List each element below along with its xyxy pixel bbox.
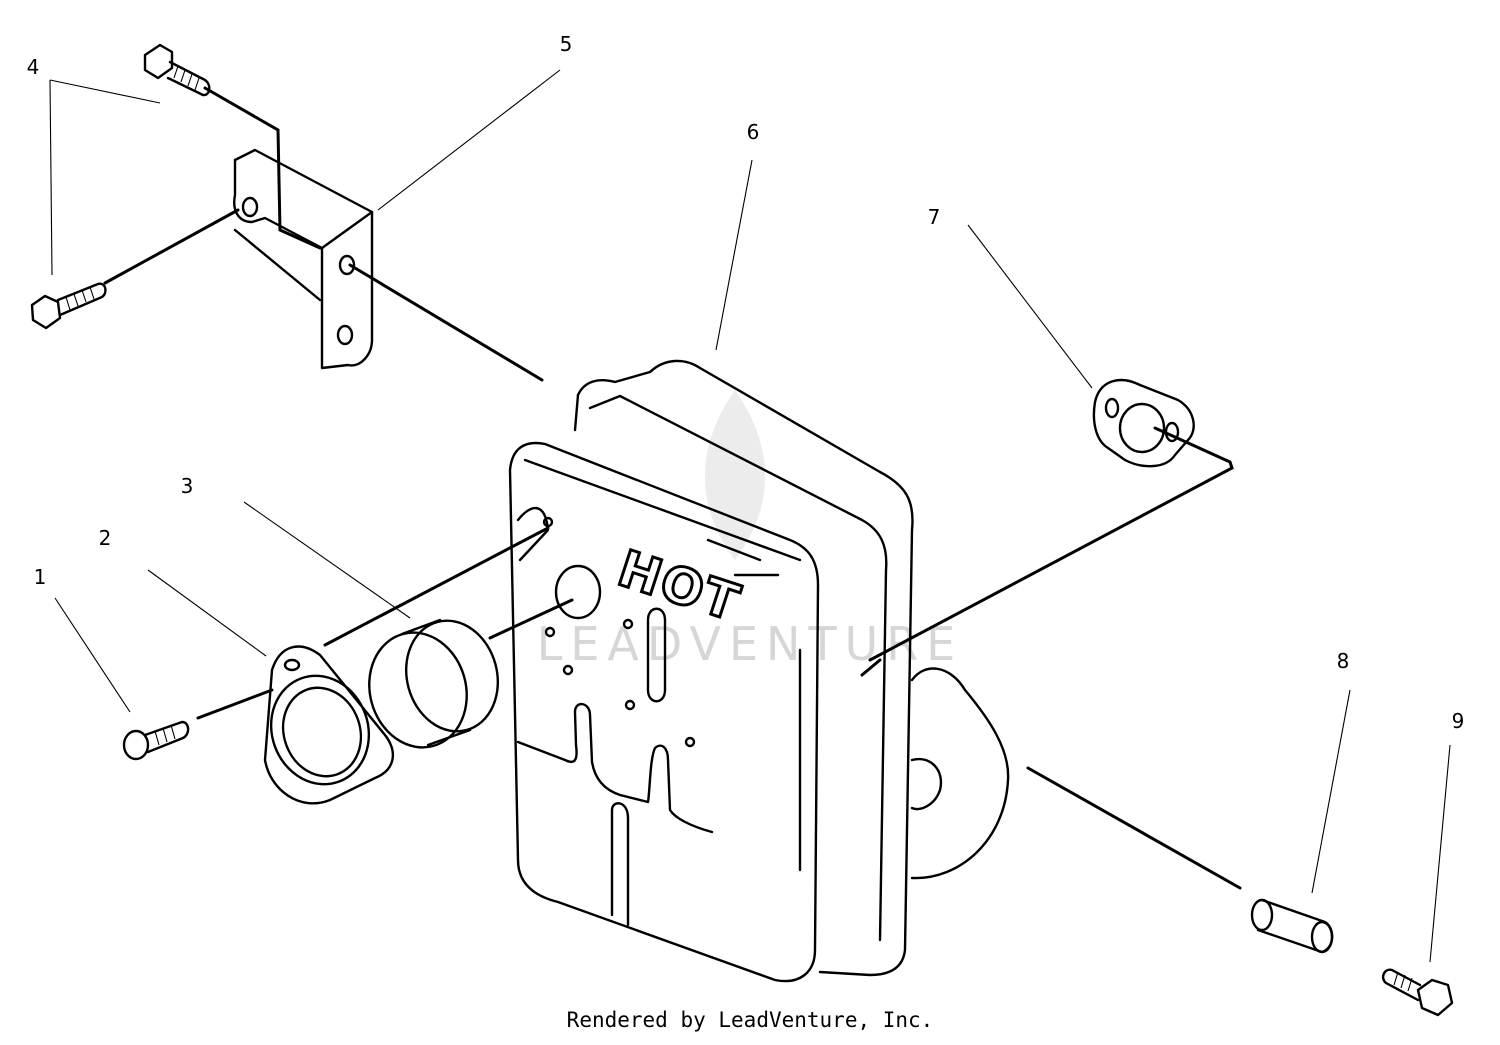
- callout-2: 2: [99, 526, 112, 550]
- watermark-flame-icon: [704, 390, 766, 560]
- render-credit: Rendered by LeadVenture, Inc.: [566, 1008, 934, 1032]
- callout-6: 6: [747, 120, 760, 144]
- part-screw: [122, 720, 190, 761]
- callout-3: 3: [181, 474, 194, 498]
- part-screen: [368, 618, 500, 749]
- callout-8: 8: [1337, 649, 1350, 673]
- callout-7: 7: [928, 205, 941, 229]
- part-deflector: [263, 645, 395, 805]
- part-bolt-9: [1381, 968, 1454, 1017]
- part-gasket: [1092, 378, 1195, 468]
- part-sleeve: [1250, 898, 1334, 954]
- callout-1: 1: [34, 565, 47, 589]
- callout-5: 5: [560, 32, 573, 56]
- callout-4: 4: [27, 55, 40, 79]
- leader-lines: [49, 69, 1451, 963]
- part-bracket: [233, 148, 374, 370]
- assembly-lines: [103, 86, 1242, 890]
- part-bolt-upper: [143, 43, 211, 97]
- callout-labels: 1 2 3 4 5 6 7 8 9: [27, 32, 1465, 733]
- part-bolt-lower: [30, 282, 107, 330]
- watermark: LEADVENTURE: [537, 390, 955, 671]
- callout-9: 9: [1452, 709, 1465, 733]
